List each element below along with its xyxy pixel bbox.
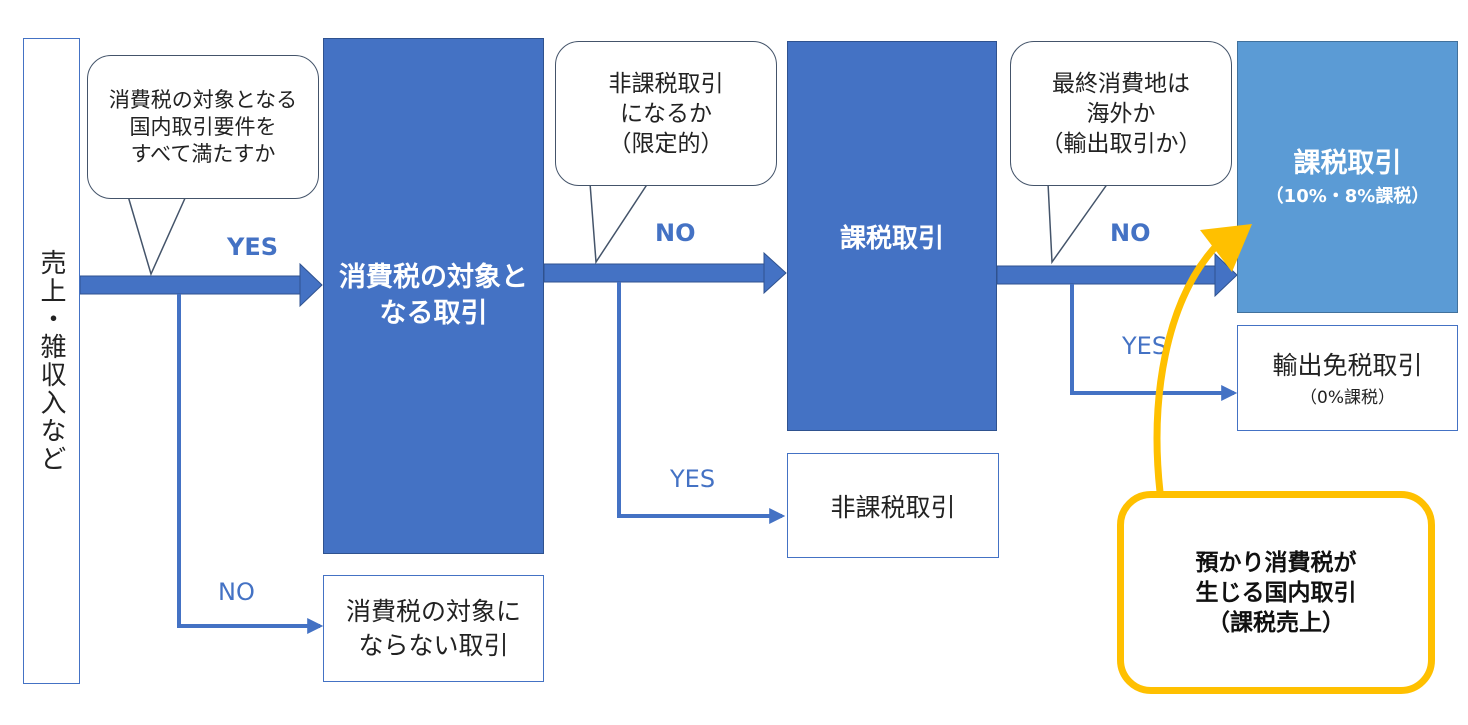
box-non-taxable: 非課税取引: [787, 453, 999, 558]
callout-1-line-2: 国内取引要件を: [129, 114, 277, 139]
start-box-label: 売上・雑収入など: [36, 249, 66, 473]
label-no-2: NO: [655, 219, 696, 247]
main-arrow-3: [996, 252, 1238, 298]
box-taxable-scope-line-1: 消費税の対象と: [339, 262, 528, 293]
callout-3-line-1: 最終消費地は: [1052, 70, 1190, 97]
start-box: 売上・雑収入など: [23, 38, 80, 684]
box-taxable-scope: 消費税の対象と なる取引: [323, 38, 544, 554]
note-line-3: （課税売上）: [1207, 609, 1345, 636]
branch-no-1: [177, 294, 324, 634]
box-export-title: 輸出免税取引: [1272, 350, 1423, 380]
note-box: 預かり消費税が 生じる国内取引 （課税売上）: [1117, 491, 1435, 694]
callout-3-tail: [1047, 182, 1109, 265]
box-taxable-1-label: 課税取引: [839, 223, 944, 254]
label-yes-3: YES: [1122, 332, 1168, 360]
box-export: 輸出免税取引 （0%課税）: [1237, 325, 1458, 431]
branch-yes-2: [617, 282, 786, 524]
box-non-taxable-scope-line-2: ならない取引: [358, 630, 509, 660]
main-arrow-1: [79, 262, 323, 308]
callout-2-line-3: （限定的）: [608, 130, 724, 157]
box-export-sub: （0%課税）: [1300, 387, 1395, 408]
label-yes-1: YES: [227, 233, 279, 261]
box-taxable-final-sub: （10%・8%課税）: [1265, 186, 1430, 207]
callout-2-line-1: 非課税取引: [608, 70, 724, 97]
callout-2-tail: [589, 182, 649, 265]
callout-1-line-3: すべて満たすか: [130, 141, 276, 166]
box-taxable-1: 課税取引: [787, 41, 997, 431]
box-taxable-scope-line-2: なる取引: [379, 298, 488, 329]
note-line-1: 預かり消費税が: [1195, 549, 1357, 576]
callout-3-line-2: 海外か: [1086, 100, 1156, 127]
box-non-taxable-scope-line-1: 消費税の対象に: [345, 596, 521, 626]
callout-1-line-1: 消費税の対象となる: [108, 87, 298, 112]
callout-2-line-2: になるか: [620, 100, 712, 127]
label-no-1: NO: [218, 578, 255, 606]
callout-1-tail: [127, 195, 187, 277]
callout-3: 最終消費地は 海外か （輸出取引か）: [1010, 41, 1232, 186]
box-taxable-final-title: 課税取引: [1293, 148, 1402, 179]
box-non-taxable-scope: 消費税の対象に ならない取引: [323, 575, 544, 682]
callout-3-line-3: （輸出取引か）: [1040, 130, 1202, 157]
box-non-taxable-label: 非課税取引: [830, 492, 956, 522]
callout-1: 消費税の対象となる 国内取引要件を すべて満たすか: [87, 55, 319, 199]
label-yes-2: YES: [670, 465, 716, 493]
note-line-2: 生じる国内取引: [1195, 579, 1357, 606]
box-taxable-final: 課税取引 （10%・8%課税）: [1237, 41, 1458, 313]
main-arrow-2: [543, 251, 787, 295]
callout-2: 非課税取引 になるか （限定的）: [555, 41, 777, 186]
label-no-3: NO: [1110, 219, 1151, 247]
